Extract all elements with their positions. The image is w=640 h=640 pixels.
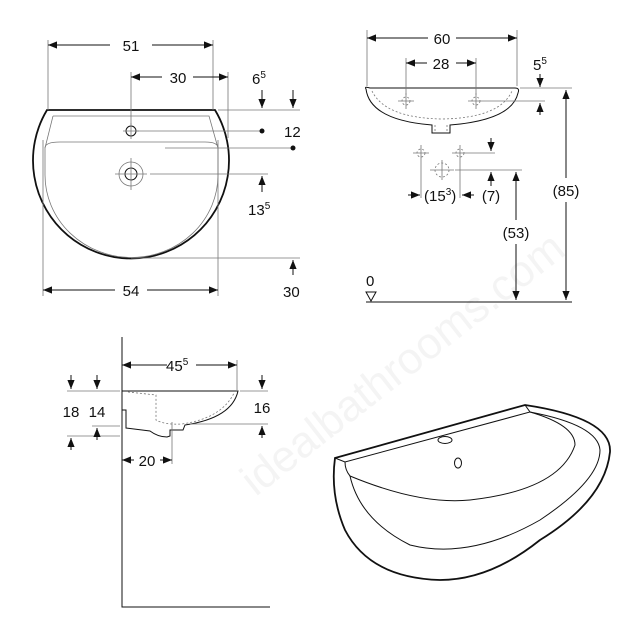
basin-outer: [332, 404, 611, 581]
basin-bowl: [44, 141, 219, 258]
dim-supply-spacing: (153): [424, 187, 456, 205]
basin-side-profile: [122, 390, 239, 438]
supply-markers: [413, 145, 468, 180]
basin-bowl-inner: [344, 411, 576, 502]
tap-hole: [437, 436, 453, 444]
elevation-view: 60 28 55 (153) (7) (53) (85) 0: [365, 30, 580, 303]
dim-width-top: 51: [123, 38, 140, 55]
side-view: 455 18 14 16 20: [63, 337, 271, 608]
dim-tap-hole: 12: [284, 124, 301, 141]
dim-waste-height: (53): [503, 225, 530, 242]
floor-level-label: 0: [366, 273, 374, 290]
floor-level-icon: [365, 291, 377, 303]
dim-height-18: 18: [63, 404, 80, 421]
dim-bottom: 30: [283, 284, 300, 301]
dim-drain: 135: [248, 201, 271, 219]
dim-rim-to-tap: 55: [533, 56, 547, 74]
watermark: idealbathrooms.com: [231, 223, 573, 506]
dim-height-16: 16: [254, 400, 271, 417]
overflow-hole: [454, 457, 462, 469]
tap-hole-markers: [398, 93, 484, 109]
dim-supply-offset: (7): [482, 188, 500, 205]
dim-height-14: 14: [89, 404, 106, 421]
dim-waste-offset: 20: [139, 453, 156, 470]
dim-rim-depth: 65: [252, 70, 266, 88]
dim-tap-offset: 30: [170, 70, 187, 87]
wall-and-floor: [121, 337, 270, 608]
dim-tap-spacing: 28: [433, 56, 450, 73]
dim-projection: 455: [166, 357, 189, 375]
dim-overall-width: 60: [434, 31, 451, 48]
basin-rim-top: [334, 404, 531, 463]
dim-rim-height: (85): [553, 183, 580, 200]
front-view: 51 30 65 12 135 30 54: [32, 38, 301, 301]
perspective-view: [332, 404, 611, 581]
basin-elevation: [365, 86, 520, 134]
basin-rim-inner: [44, 115, 219, 149]
dim-width-bottom: 54: [123, 283, 140, 300]
